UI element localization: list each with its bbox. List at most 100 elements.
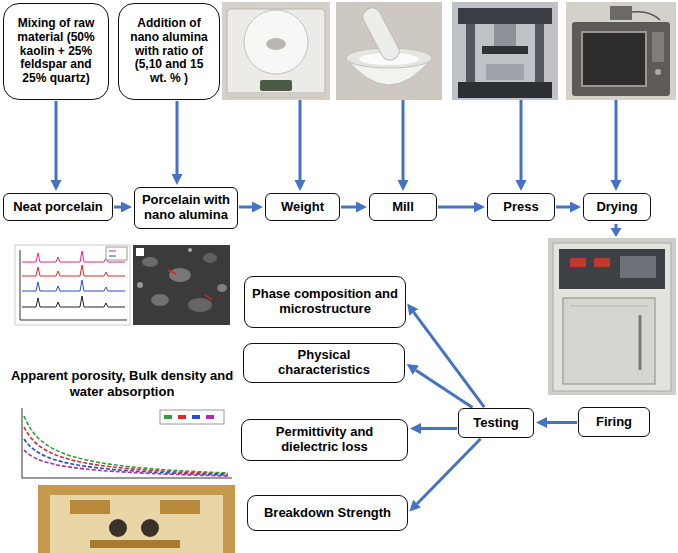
sem-image <box>188 298 212 312</box>
furnace-photo <box>639 315 642 370</box>
press-photo <box>452 2 558 100</box>
flow-arrow <box>421 427 457 430</box>
drying-oven-photo <box>652 32 664 62</box>
furnace-photo <box>594 258 610 267</box>
permittivity-plot <box>24 416 228 473</box>
flow-arrow <box>520 100 523 180</box>
box-text: Weight <box>281 200 324 215</box>
permittivity-plot <box>178 415 186 419</box>
drying-oven-photo <box>655 69 661 75</box>
flow-arrow <box>398 180 409 191</box>
drying-oven-photo <box>566 2 676 100</box>
sem-image <box>168 270 176 274</box>
drying-oven-photo <box>572 22 670 96</box>
balance-photo <box>222 2 330 100</box>
sem-image <box>137 282 143 288</box>
flow-arrow <box>176 101 179 174</box>
sem-image <box>142 257 158 267</box>
permittivity-plot <box>206 415 214 419</box>
flow-arrow <box>341 206 356 209</box>
furnace-photo <box>553 243 671 391</box>
flow-arrow <box>416 370 473 407</box>
xrd-chart <box>15 245 130 325</box>
breakdown-tester-photo <box>141 519 159 537</box>
sem-image <box>188 248 192 252</box>
step-box: Press <box>487 193 555 221</box>
box-text: Phase composition and microstructure <box>251 287 399 317</box>
permittivity-plot <box>15 405 235 483</box>
process-box: Addition of nano alumina with ratio of (… <box>118 3 220 100</box>
step-box: Neat porcelain <box>3 193 113 221</box>
flow-arrow <box>417 439 481 504</box>
xrd-chart <box>20 250 21 320</box>
flow-arrow <box>615 100 618 180</box>
breakdown-tester-photo <box>160 500 200 514</box>
furnace-photo <box>548 238 676 395</box>
step-box: Mill <box>369 193 437 221</box>
permittivity-plot <box>164 415 172 419</box>
permittivity-plot <box>15 405 235 483</box>
xrd-chart <box>15 245 130 325</box>
process-box: Mixing of raw material (50% kaolin + 25%… <box>3 3 109 100</box>
flow-arrow <box>547 421 577 424</box>
permittivity-plot <box>24 427 228 474</box>
result-box: Breakdown Strength <box>247 495 408 531</box>
breakdown-tester-photo <box>70 500 110 514</box>
permittivity-plot <box>22 478 232 479</box>
result-box: Physical characteristics <box>243 343 405 383</box>
box-text: Porcelain with nano alumina <box>139 193 233 223</box>
mortar-photo <box>360 5 402 63</box>
box-text: Press <box>503 200 538 215</box>
balance-photo <box>266 38 286 50</box>
furnace-photo <box>563 298 655 384</box>
flow-arrow <box>55 101 58 180</box>
sem-image <box>203 253 217 263</box>
furnace-photo <box>559 249 665 289</box>
flow-arrow <box>114 206 121 209</box>
drying-oven-photo <box>566 2 676 100</box>
press-photo <box>458 8 552 24</box>
sem-image <box>133 245 230 325</box>
press-photo <box>494 24 516 46</box>
permittivity-plot <box>24 450 228 476</box>
result-box: Permittivity and dielectric loss <box>241 419 408 461</box>
box-text: Mixing of raw material (50% kaolin + 25%… <box>10 17 102 86</box>
drying-oven-photo <box>610 6 632 20</box>
permittivity-plot <box>160 410 224 424</box>
flow-arrow <box>295 180 306 191</box>
press-photo <box>466 24 475 82</box>
box-text: Drying <box>596 200 637 215</box>
permittivity-plot <box>24 439 228 475</box>
step-box: Firing <box>578 407 650 437</box>
sem-image <box>217 284 227 292</box>
press-photo <box>486 64 524 80</box>
flow-arrow <box>516 180 527 191</box>
drying-oven-photo <box>582 32 646 86</box>
flow-arrow <box>239 206 252 209</box>
xrd-chart <box>20 320 127 321</box>
balance-photo <box>244 10 308 74</box>
sem-image <box>151 294 169 306</box>
box-text: Addition of nano alumina with ratio of (… <box>125 17 213 86</box>
breakdown-tester-photo <box>38 485 235 553</box>
flow-arrow <box>402 100 405 180</box>
balance-photo <box>222 2 330 100</box>
xrd-chart <box>106 247 127 260</box>
step-box: Weight <box>265 193 340 221</box>
flow-arrow <box>611 180 622 191</box>
furnace-photo <box>570 258 586 267</box>
press-photo <box>452 2 558 100</box>
flow-arrow <box>615 224 618 228</box>
furnace-photo <box>620 256 656 278</box>
drying-oven-photo <box>632 12 660 20</box>
result-box: Phase composition and microstructure <box>244 276 406 328</box>
box-text: Testing <box>473 416 518 431</box>
furnace-photo <box>570 306 648 307</box>
figure-label: Apparent porosity, Bulk density and wate… <box>4 368 240 399</box>
press-photo <box>482 46 528 54</box>
xrd-chart <box>22 265 125 276</box>
box-text: Physical characteristics <box>250 348 398 378</box>
flow-arrow <box>299 100 302 180</box>
permittivity-plot <box>22 408 23 478</box>
